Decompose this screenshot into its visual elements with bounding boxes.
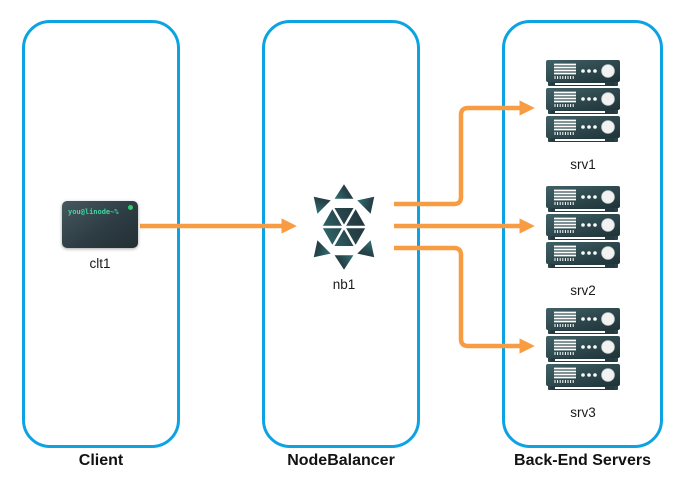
- terminal-icon: you@linode~%: [62, 201, 138, 248]
- edge-nb1-to-srv1: [394, 100, 535, 207]
- server-stack-icon: [546, 308, 620, 390]
- nb1-label: nb1: [332, 277, 356, 292]
- srv3-label: srv3: [570, 405, 596, 420]
- clt1-label: clt1: [89, 256, 111, 271]
- server-node-srv1: srv1: [546, 60, 620, 172]
- terminal-prompt-text: you@linode~%: [68, 208, 119, 216]
- server-stack-icon: [546, 60, 620, 142]
- client-group-box: [22, 20, 180, 448]
- server-stack-icon: [546, 186, 620, 268]
- nodebalancer-group-label: NodeBalancer: [287, 452, 395, 469]
- nodebalancer-icon: [297, 180, 391, 274]
- nodebalancer-group-box: [262, 20, 420, 448]
- server-node-srv2: srv2: [546, 186, 620, 298]
- terminal-power-dot-icon: [128, 205, 133, 210]
- backend-servers-group-label: Back-End Servers: [514, 452, 651, 469]
- backend-servers-group-box: [502, 20, 663, 448]
- srv2-label: srv2: [570, 283, 596, 298]
- client-group-label: Client: [78, 452, 124, 469]
- server-node-srv3: srv3: [546, 308, 620, 420]
- srv1-label: srv1: [570, 157, 596, 172]
- edge-nb1-to-srv3: [394, 245, 535, 354]
